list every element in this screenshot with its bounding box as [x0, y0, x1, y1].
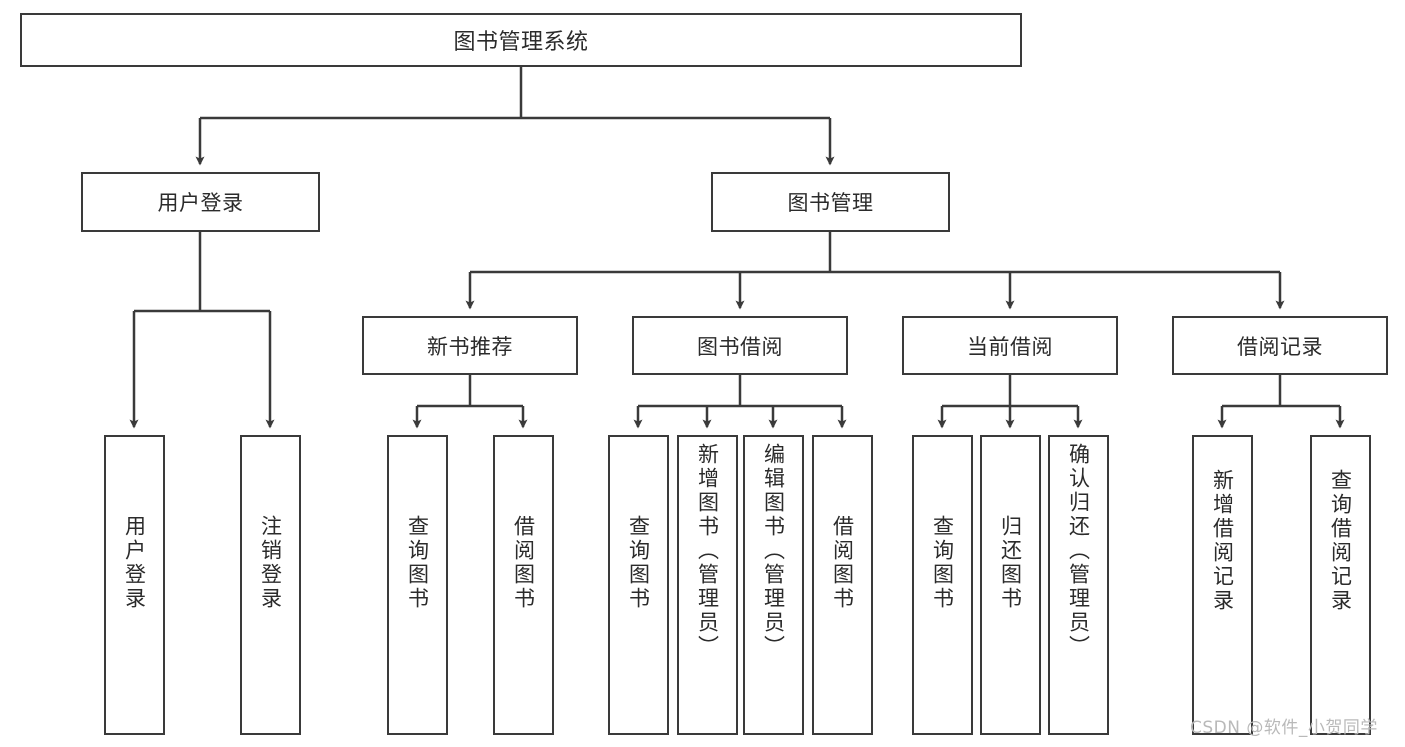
- node-leaf-confirm-return-label: 确认归还（管理员）: [1066, 443, 1091, 659]
- node-leaf-user-login[interactable]: 用户登录: [104, 435, 165, 735]
- node-book-manage[interactable]: 图书管理: [711, 172, 950, 232]
- node-leaf-query-book-2[interactable]: 查询图书: [608, 435, 669, 735]
- node-leaf-logout[interactable]: 注销登录: [240, 435, 301, 735]
- node-leaf-return-book[interactable]: 归还图书: [980, 435, 1041, 735]
- node-leaf-borrow-book-2[interactable]: 借阅图书: [812, 435, 873, 735]
- node-leaf-query-record[interactable]: 查询借阅记录: [1310, 435, 1371, 735]
- node-current-borrow[interactable]: 当前借阅: [902, 316, 1118, 375]
- node-leaf-borrow-book-1-label: 借阅图书: [511, 515, 536, 611]
- node-leaf-borrow-book-1[interactable]: 借阅图书: [493, 435, 554, 735]
- node-user-login-label: 用户登录: [157, 191, 244, 215]
- node-leaf-confirm-return[interactable]: 确认归还（管理员）: [1048, 435, 1109, 735]
- node-leaf-add-record-label: 新增借阅记录: [1210, 469, 1235, 613]
- node-leaf-logout-label: 注销登录: [258, 515, 283, 611]
- node-book-borrow[interactable]: 图书借阅: [632, 316, 848, 375]
- node-leaf-add-book-label: 新增图书（管理员）: [695, 443, 720, 659]
- node-leaf-edit-book-label: 编辑图书（管理员）: [761, 443, 786, 659]
- node-leaf-add-book[interactable]: 新增图书（管理员）: [677, 435, 738, 735]
- node-leaf-query-book-1-label: 查询图书: [405, 515, 430, 611]
- node-user-login[interactable]: 用户登录: [81, 172, 320, 232]
- node-current-borrow-label: 当前借阅: [967, 334, 1053, 359]
- node-leaf-query-book-1[interactable]: 查询图书: [387, 435, 448, 735]
- node-book-borrow-label: 图书借阅: [697, 334, 783, 359]
- node-leaf-edit-book[interactable]: 编辑图书（管理员）: [743, 435, 804, 735]
- node-new-book-recommendation-label: 新书推荐: [427, 334, 513, 359]
- node-leaf-query-record-label: 查询借阅记录: [1328, 469, 1353, 613]
- node-borrow-record-label: 借阅记录: [1237, 334, 1323, 359]
- node-leaf-return-book-label: 归还图书: [998, 515, 1023, 611]
- node-borrow-record[interactable]: 借阅记录: [1172, 316, 1388, 375]
- csdn-watermark: CSDN @软件_小贺同学: [1190, 718, 1378, 738]
- node-leaf-add-record[interactable]: 新增借阅记录: [1192, 435, 1253, 735]
- node-leaf-query-book-3[interactable]: 查询图书: [912, 435, 973, 735]
- node-root-label: 图书管理系统: [453, 30, 589, 55]
- node-leaf-borrow-book-2-label: 借阅图书: [830, 515, 855, 611]
- node-leaf-user-login-label: 用户登录: [122, 515, 147, 611]
- node-leaf-query-book-3-label: 查询图书: [930, 515, 955, 611]
- node-leaf-query-book-2-label: 查询图书: [626, 515, 651, 611]
- node-book-manage-label: 图书管理: [787, 191, 874, 215]
- node-root[interactable]: 图书管理系统: [20, 13, 1022, 67]
- node-new-book-recommendation[interactable]: 新书推荐: [362, 316, 578, 375]
